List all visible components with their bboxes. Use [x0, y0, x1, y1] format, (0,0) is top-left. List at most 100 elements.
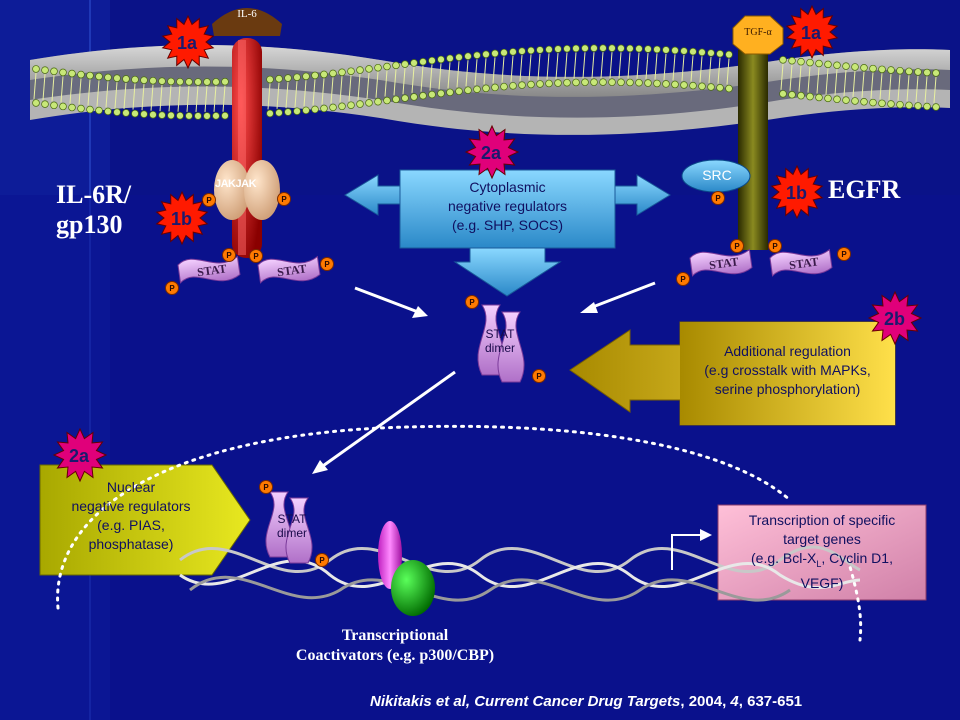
lipid-head: [527, 80, 535, 89]
lipid-tail: [420, 65, 424, 92]
lipid-head: [347, 67, 355, 75]
lipid-head: [383, 96, 391, 105]
lipid-tail: [627, 52, 631, 79]
lipid-head: [491, 83, 499, 92]
phospho-dot: P: [837, 247, 851, 261]
svg-text:P: P: [536, 372, 542, 381]
stat-dimer-monomer: [285, 497, 313, 564]
lipid-head: [590, 44, 598, 52]
lipid-head: [212, 112, 220, 120]
lipid-tail: [348, 75, 352, 102]
lipid-head: [554, 79, 562, 87]
lipid-head: [131, 109, 139, 118]
lipid-tail: [141, 84, 145, 111]
coactivator-green: [391, 560, 435, 616]
lipid-head: [95, 106, 103, 115]
lipid-head: [401, 94, 409, 102]
lipid-head: [716, 84, 724, 92]
lipid-head: [500, 48, 508, 57]
lipid-head: [923, 68, 931, 77]
lipid-tail: [312, 79, 316, 106]
lipid-tail: [492, 57, 496, 84]
lipid-tail: [177, 85, 181, 112]
nuclear-line1: Nuclear: [106, 479, 156, 495]
lipid-head: [50, 67, 58, 76]
lipid-head: [311, 71, 319, 80]
lipid-tail: [825, 68, 829, 95]
lipid-head: [113, 108, 121, 116]
lipid-head: [707, 49, 715, 57]
stat-label: STAT: [276, 261, 307, 279]
lipid-head: [671, 80, 679, 89]
lipid-head: [509, 48, 517, 56]
lipid-tail: [150, 84, 154, 111]
src-label: SRC: [702, 167, 732, 183]
lipid-tail: [834, 69, 838, 96]
lipid-tail: [105, 81, 109, 108]
white-arrows: [312, 281, 656, 474]
lipid-head: [554, 45, 562, 53]
lipid-head: [32, 99, 40, 107]
lipid-head: [851, 97, 859, 105]
lipid-head: [599, 78, 607, 86]
lipid-head: [455, 53, 463, 62]
lipid-head: [185, 78, 193, 86]
transcription-box-shape: [717, 504, 927, 601]
lipid-head: [365, 99, 373, 107]
lipid-tail: [411, 66, 415, 93]
lipid-tail: [582, 52, 586, 79]
svg-text:P: P: [169, 284, 175, 293]
additional-box-shape: [569, 321, 896, 426]
lipid-tail: [447, 62, 451, 89]
lipid-head: [572, 44, 580, 53]
lipid-head: [788, 56, 796, 65]
svg-text:P: P: [281, 195, 287, 204]
transcription-start-arrow: [671, 529, 712, 570]
lipid-head: [905, 67, 913, 76]
phospho-dot: P: [165, 281, 179, 295]
jak-label-2: JAK: [235, 178, 257, 190]
lipid-head: [203, 78, 211, 86]
lipid-head: [536, 46, 544, 54]
lipid-tail: [726, 58, 730, 85]
dimer-center-line1: STAT: [485, 327, 515, 341]
lipid-head: [590, 78, 598, 86]
lipid-tail: [33, 72, 37, 99]
lipid-head: [266, 109, 274, 118]
lipid-head: [905, 101, 913, 110]
lipid-head: [815, 93, 823, 102]
lipid-head: [176, 77, 184, 86]
lipid-tail: [591, 52, 595, 79]
lipid-head: [122, 109, 130, 117]
lipid-head: [329, 69, 337, 78]
lipid-head: [347, 101, 355, 109]
egfr-receptor: [738, 50, 768, 250]
lipid-head: [707, 83, 715, 91]
lipid-tail: [222, 85, 226, 112]
lipid-tail: [339, 76, 343, 103]
il6-label: IL-6: [237, 8, 257, 20]
lipid-head: [806, 58, 814, 67]
lipid-head: [509, 82, 517, 90]
lipid-head: [104, 73, 112, 82]
transcription-box-text: Transcription of specific target genes (…: [718, 511, 926, 593]
badge-2a-cyto: 2a: [464, 124, 520, 180]
lipid-head: [851, 63, 859, 71]
lipid-head: [149, 110, 157, 119]
lipid-head: [419, 91, 427, 100]
lipid-head: [887, 100, 895, 108]
lipid-head: [842, 62, 850, 70]
lipid-tail: [474, 59, 478, 86]
tgf-alpha-label: TGF-α: [744, 27, 772, 38]
dimer-label-center: STAT dimer: [480, 327, 520, 355]
lipid-tail: [123, 82, 127, 109]
lipid-tail: [483, 58, 487, 85]
lipid-tail: [366, 72, 370, 99]
badge-2a-nuclear-text: 2a: [69, 446, 90, 466]
lipid-head: [869, 64, 877, 73]
lipid-tail: [618, 52, 622, 79]
lipid-head: [635, 78, 643, 87]
lipid-head: [293, 107, 301, 115]
badge-1b-right: 1b: [770, 164, 824, 220]
lipid-head: [491, 49, 499, 58]
